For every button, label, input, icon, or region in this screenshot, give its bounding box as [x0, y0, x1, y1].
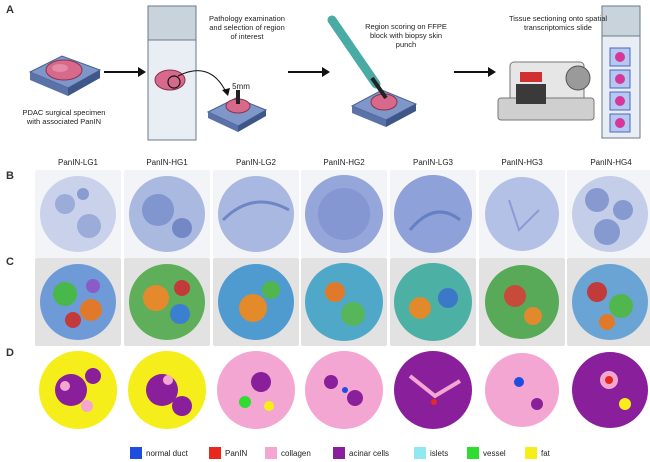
he-image — [390, 170, 476, 258]
column-label: PanIN-LG1 — [57, 158, 99, 167]
microtome-icon — [497, 61, 595, 121]
workflow-illustration — [28, 5, 641, 141]
column-label: PanIN-LG2 — [235, 158, 277, 167]
panel-letter-b: B — [6, 170, 14, 182]
cluster-map — [301, 258, 387, 346]
legend-label: vessel — [483, 448, 506, 458]
legend-item: islets — [414, 447, 448, 459]
he-image — [301, 170, 387, 258]
biopsy-punch-icon — [327, 15, 418, 127]
annotation-map — [390, 346, 476, 434]
step-1-text: PDAC surgical specimen with associated P… — [22, 108, 106, 126]
spatial-slide-icon — [601, 5, 641, 139]
legend-item: PanIN — [209, 447, 247, 459]
annotation-map — [479, 346, 565, 434]
workflow-panel: PDAC surgical specimen with associated P… — [0, 0, 650, 150]
slide-icon — [147, 5, 197, 141]
legend-label: islets — [430, 448, 449, 458]
annotation-map — [301, 346, 387, 434]
he-image — [35, 170, 121, 258]
legend-item: normal duct — [130, 447, 188, 459]
column-label: PanIN-LG3 — [412, 158, 454, 167]
specimen-block-icon — [28, 55, 102, 96]
he-image — [567, 170, 650, 258]
step-2-text: Pathology examination and selection of r… — [209, 14, 285, 41]
panel-letter-d: D — [6, 347, 14, 359]
column-label: PanIN-HG3 — [501, 158, 543, 167]
legend-swatch — [333, 447, 345, 459]
roi-block-icon — [206, 90, 268, 132]
legend-swatch — [130, 447, 142, 459]
annotation-map — [35, 346, 121, 434]
step-3-text: Region scoring on FFPE block with biopsy… — [365, 22, 447, 49]
panel-letter-c: C — [6, 256, 14, 268]
legend-label: PanIN — [225, 448, 248, 458]
legend-label: acinar cells — [349, 448, 390, 458]
legend-swatch — [265, 447, 277, 459]
annotation-map — [567, 346, 650, 434]
legend-label: collagen — [281, 448, 311, 458]
cluster-map — [390, 258, 476, 346]
cluster-map — [479, 258, 565, 346]
he-image — [124, 170, 210, 258]
legend-swatch — [467, 447, 479, 459]
legend-item: acinar cells — [333, 447, 389, 459]
panel-letter-a: A — [6, 4, 14, 16]
cluster-map — [567, 258, 650, 346]
legend-item: collagen — [265, 447, 311, 459]
step-4-text: Tissue sectioning onto spatial transcrip… — [508, 14, 608, 32]
legend-item: vessel — [467, 447, 506, 459]
legend-label: normal duct — [146, 448, 188, 458]
annotation-map — [124, 346, 210, 434]
legend-swatch — [414, 447, 426, 459]
annotation-map — [213, 346, 299, 434]
column-label: PanIN-HG4 — [590, 158, 632, 167]
legend-swatch — [525, 447, 537, 459]
cluster-map — [124, 258, 210, 346]
column-label: PanIN-HG2 — [323, 158, 365, 167]
he-image — [479, 170, 565, 258]
scale-label: 5mm — [232, 82, 250, 91]
legend-swatch — [209, 447, 221, 459]
cluster-map — [35, 258, 121, 346]
legend-item: fat — [525, 447, 550, 459]
cluster-map — [213, 258, 299, 346]
he-image — [213, 170, 299, 258]
column-label: PanIN-HG1 — [146, 158, 188, 167]
legend-label: fat — [541, 448, 550, 458]
